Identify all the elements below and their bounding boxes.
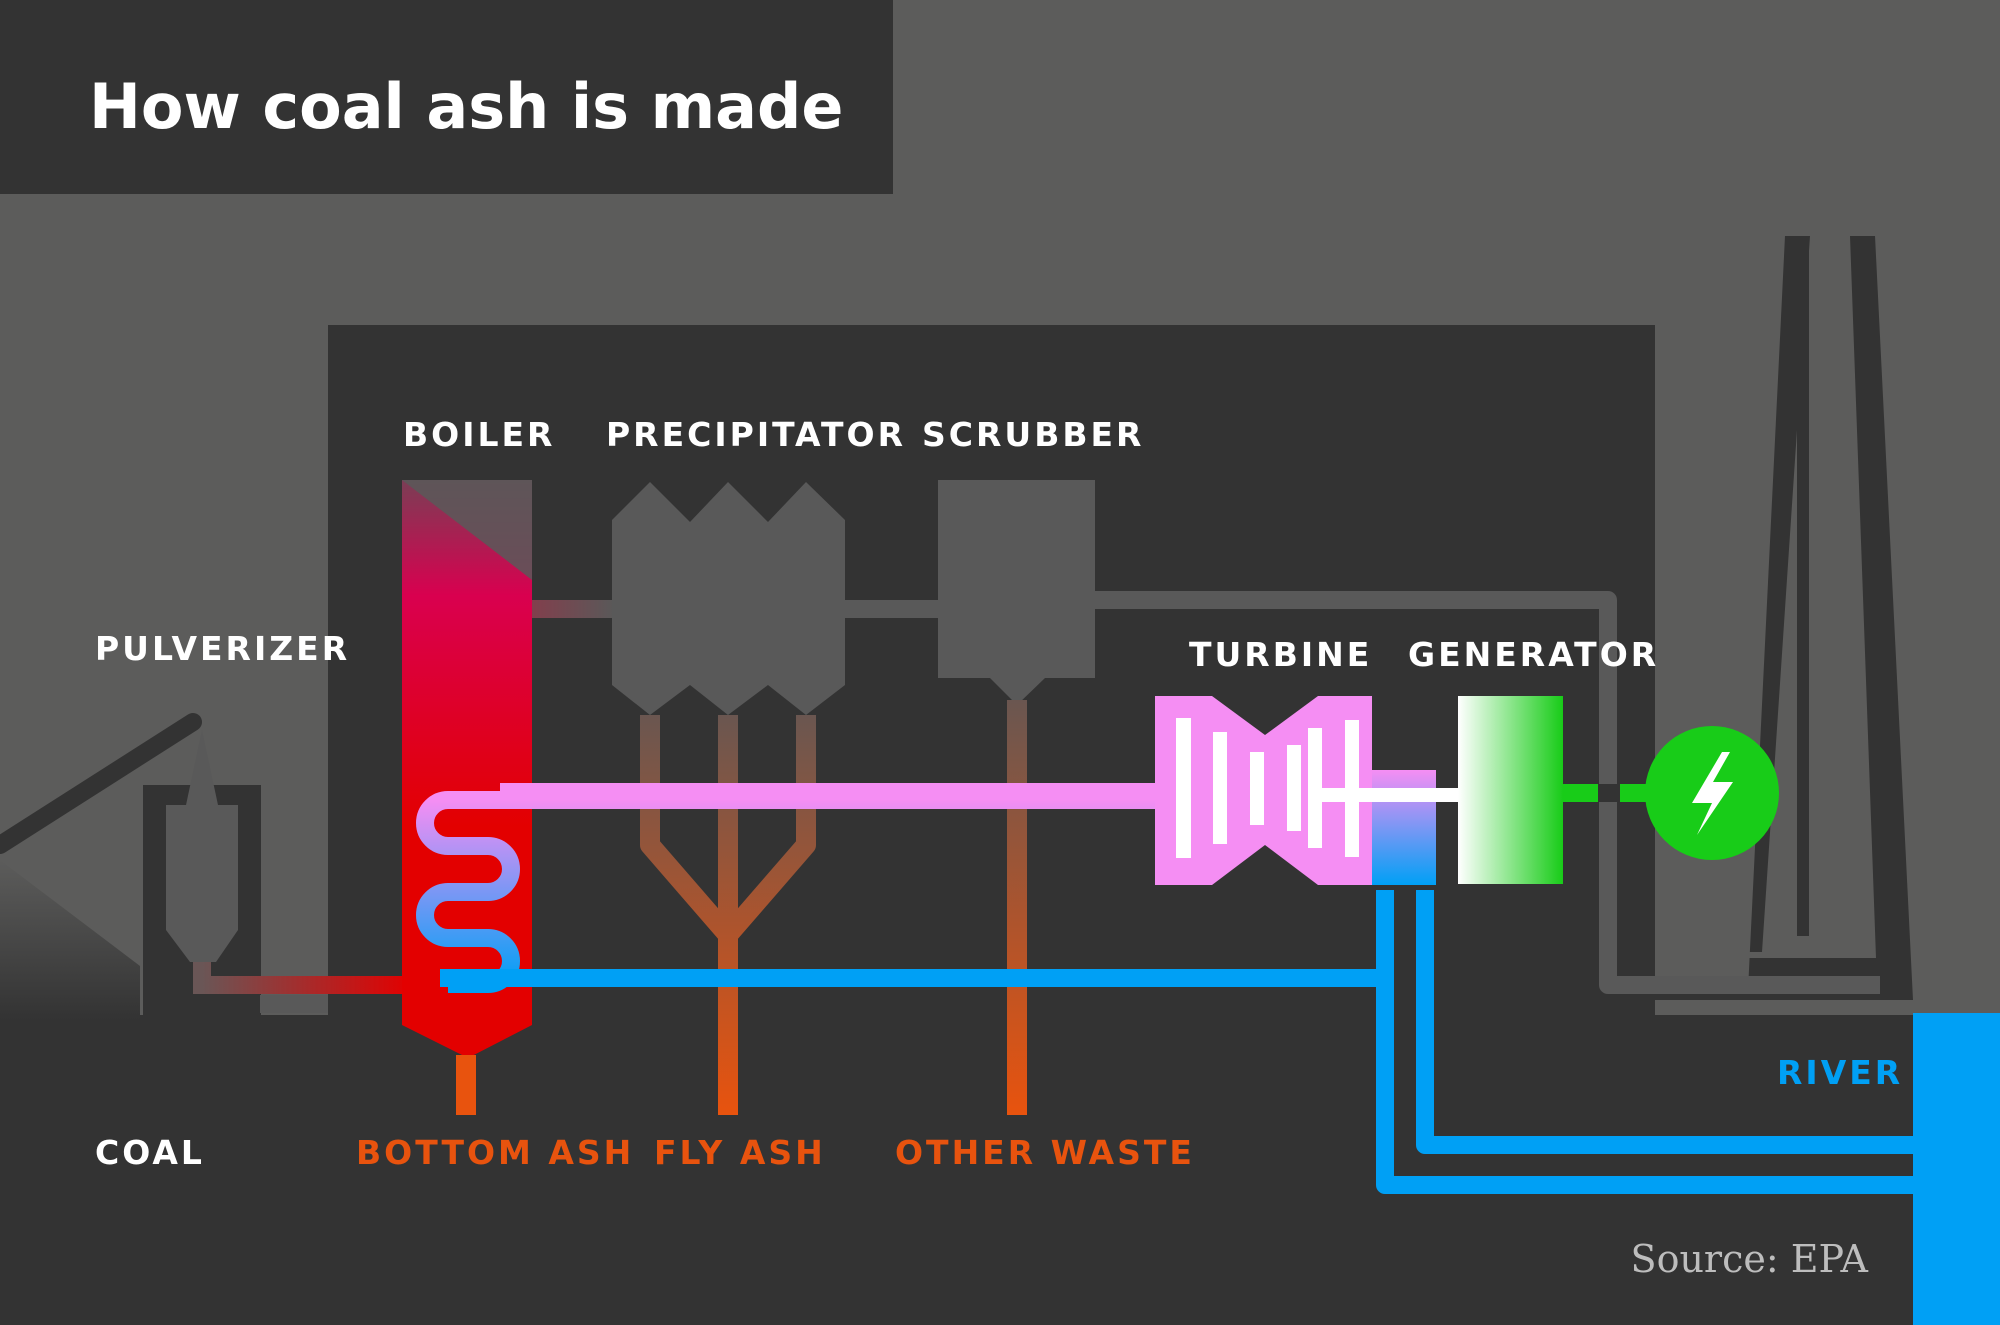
- coal-conveyor: [0, 713, 202, 854]
- page-title: How coal ash is made: [89, 70, 843, 143]
- boiler-coil: [416, 791, 1160, 993]
- label-generator: GENERATOR: [1408, 635, 1659, 674]
- label-coal: COAL: [95, 1133, 205, 1172]
- generator: [1458, 696, 1563, 884]
- label-fly-ash: FLY ASH: [654, 1133, 826, 1172]
- river-outflow-pipe: [1416, 890, 1920, 1154]
- title-panel: [0, 0, 893, 194]
- generator-shaft: [1436, 788, 1458, 802]
- label-other-waste: OTHER WASTE: [895, 1133, 1195, 1172]
- label-turbine: TURBINE: [1189, 635, 1372, 674]
- smokestack: [1580, 236, 1913, 1000]
- label-pulverizer: PULVERIZER: [95, 629, 350, 668]
- source-note: Source: EPA: [1631, 1237, 1869, 1281]
- flue-duct-boiler-precipitator: [515, 600, 615, 618]
- turbine: [1155, 696, 1440, 885]
- lightning-bolt-icon: [1692, 752, 1733, 835]
- coal-feed-pipe: [193, 962, 410, 994]
- label-scrubber: SCRUBBER: [922, 415, 1144, 454]
- river-intake-pipe: [1376, 890, 1920, 1194]
- label-bottom-ash: BOTTOM ASH: [356, 1133, 634, 1172]
- boiler: [402, 480, 532, 1115]
- power-line-gap: [1598, 784, 1620, 802]
- label-boiler: BOILER: [403, 415, 555, 454]
- label-precipitator: PRECIPITATOR: [606, 415, 906, 454]
- flue-duct-precipitator-scrubber: [840, 600, 940, 618]
- river: [1913, 1013, 2000, 1325]
- coal-pile: [0, 860, 140, 1020]
- label-river: RIVER: [1777, 1053, 1903, 1092]
